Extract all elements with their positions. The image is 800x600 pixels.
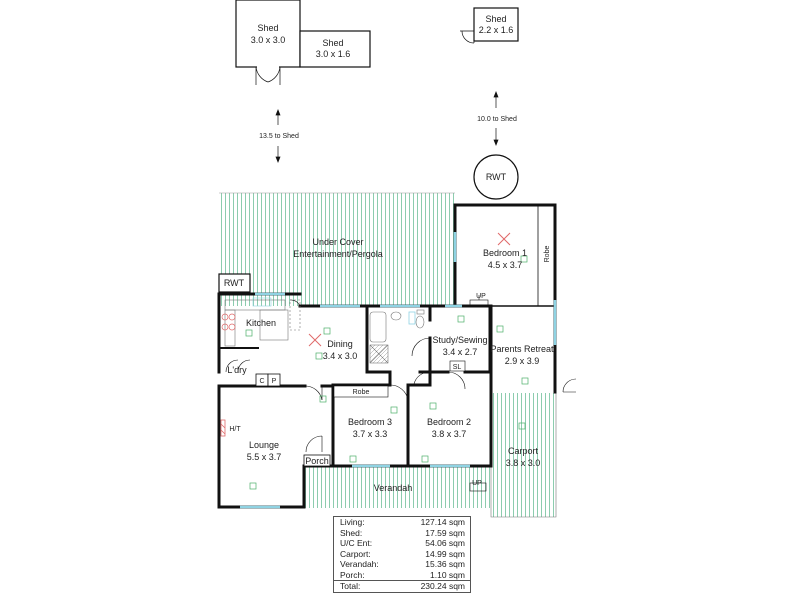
lounge-size: 5.5 x 3.7 (247, 452, 282, 462)
robe-bed3-box (333, 385, 389, 398)
area-row-living: Living: 127.14 sqm (334, 517, 470, 528)
shed-right-size: 2.2 x 1.6 (479, 25, 514, 35)
area-total-label: Total: (340, 581, 361, 591)
parents-retreat-name: Parents Retreat (490, 344, 554, 354)
cooktop-icon (221, 313, 236, 331)
distance-arrow-right (493, 91, 499, 146)
bedroom2-size: 3.8 x 3.7 (432, 429, 467, 439)
area-summary-table: Living: 127.14 sqm Shed: 17.59 sqm U/C E… (333, 516, 471, 593)
ceiling-fan-icon (308, 333, 322, 347)
study-size: 3.4 x 2.7 (443, 347, 478, 357)
undercover-label-line2: Entertainment/Pergola (293, 249, 383, 259)
sl-label: SL (453, 364, 462, 371)
bedroom1-size: 4.5 x 3.7 (488, 260, 523, 270)
area-label: Shed: (340, 527, 363, 538)
dining-name: Dining (327, 339, 353, 349)
wall-rwt: RWT (218, 273, 251, 293)
kitchen-fixtures (224, 297, 301, 347)
sl-box (449, 360, 466, 372)
shed-small: Shed 3.0 x 1.6 (299, 30, 371, 68)
verandah-hatch (304, 466, 491, 508)
distance-label-right: 10.0 to Shed (477, 116, 517, 123)
shed-large-name: Shed (257, 23, 278, 33)
ceiling-fan-icon (497, 232, 511, 246)
area-row-porch: Porch: 1.10 sqm (334, 570, 470, 581)
area-row-verandah: Verandah: 15.36 sqm (334, 559, 470, 570)
bedroom3-name: Bedroom 3 (348, 417, 392, 427)
step-up-label-2: UP (472, 480, 482, 487)
area-total-value: 230.24 sqm (420, 581, 465, 591)
pantry-p-box (267, 373, 281, 387)
study-name: Study/Sewing (432, 335, 487, 345)
bathroom-fixtures (369, 309, 425, 364)
area-label: U/C Ent: (340, 538, 373, 548)
cupboard-c-label: C (259, 378, 264, 385)
area-label: Verandah: (340, 559, 379, 569)
distance-label-left: 13.5 to Shed (259, 133, 299, 140)
area-label: Living: (340, 517, 365, 527)
carport-size: 3.8 x 3.0 (506, 458, 541, 468)
shed-right: Shed 2.2 x 1.6 (460, 7, 519, 44)
area-row-uc-ent: U/C Ent: 54.06 sqm (334, 538, 470, 549)
carport-hatch (491, 393, 556, 517)
pantry-p-label: P (272, 378, 277, 385)
area-label: Porch: (340, 569, 365, 580)
porch-box (303, 454, 331, 467)
robe-bed3-label: Robe (353, 389, 370, 396)
windows (240, 232, 557, 509)
step-up-markers (469, 295, 489, 492)
verandah-label: Verandah (374, 483, 413, 493)
kitchen-name: Kitchen (246, 318, 276, 328)
carport-name: Carport (508, 446, 539, 456)
bathroom-window-small (408, 311, 416, 325)
area-value: 17.59 sqm (425, 527, 465, 538)
area-label: Carport: (340, 548, 371, 559)
porch-label: Porch (305, 456, 329, 466)
area-value: 54.06 sqm (425, 538, 465, 548)
bedroom3-size: 3.7 x 3.3 (353, 429, 388, 439)
undercover-hatch (219, 193, 455, 306)
shed-large: Shed 3.0 x 3.0 (235, 0, 301, 85)
shed-right-name: Shed (485, 14, 506, 24)
area-row-shed: Shed: 17.59 sqm (334, 528, 470, 539)
area-value: 14.99 sqm (425, 548, 465, 559)
parents-retreat-size: 2.9 x 3.9 (505, 356, 540, 366)
lounge-name: Lounge (249, 440, 279, 450)
detector-icons (245, 255, 529, 490)
rainwater-tank: RWT (473, 154, 519, 200)
area-value: 127.14 sqm (420, 517, 465, 527)
shed-small-size: 3.0 x 1.6 (316, 49, 351, 59)
robe-vertical-label: Robe (544, 246, 551, 263)
distance-arrow-left (275, 109, 281, 163)
area-row-carport: Carport: 14.99 sqm (334, 549, 470, 560)
undercover-label-line1: Under Cover (312, 237, 363, 247)
area-row-total: Total: 230.24 sqm (334, 580, 470, 592)
shed-small-name: Shed (322, 38, 343, 48)
laundry-label: L'dry (227, 365, 247, 375)
step-up-label-1: UP (476, 293, 486, 300)
rainwater-tank-label: RWT (486, 172, 507, 182)
shed-large-size: 3.0 x 3.0 (251, 35, 286, 45)
bedroom2-name: Bedroom 2 (427, 417, 471, 427)
area-value: 1.10 sqm (430, 569, 465, 580)
area-value: 15.36 sqm (425, 559, 465, 569)
bedroom1-name: Bedroom 1 (483, 248, 527, 258)
wall-rwt-label: RWT (224, 278, 245, 288)
hot-water-icon (220, 419, 226, 437)
hot-water-label: H/T (229, 426, 241, 433)
dining-size: 3.4 x 3.0 (323, 351, 358, 361)
